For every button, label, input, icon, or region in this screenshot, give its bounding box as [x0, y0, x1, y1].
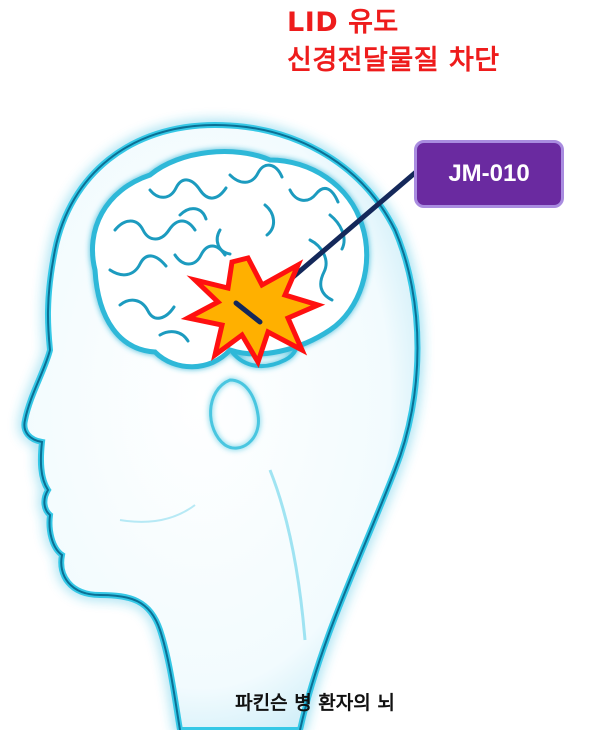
drug-label-box: JM-010 — [414, 140, 564, 208]
headline-line-1: LID 유도 — [287, 4, 500, 42]
headline: LID 유도 신경전달물질 차단 — [287, 4, 500, 80]
drug-label: JM-010 — [448, 160, 529, 188]
headline-line-2: 신경전달물질 차단 — [287, 42, 500, 80]
caption: 파킨슨 병 환자의 뇌 — [180, 688, 450, 715]
